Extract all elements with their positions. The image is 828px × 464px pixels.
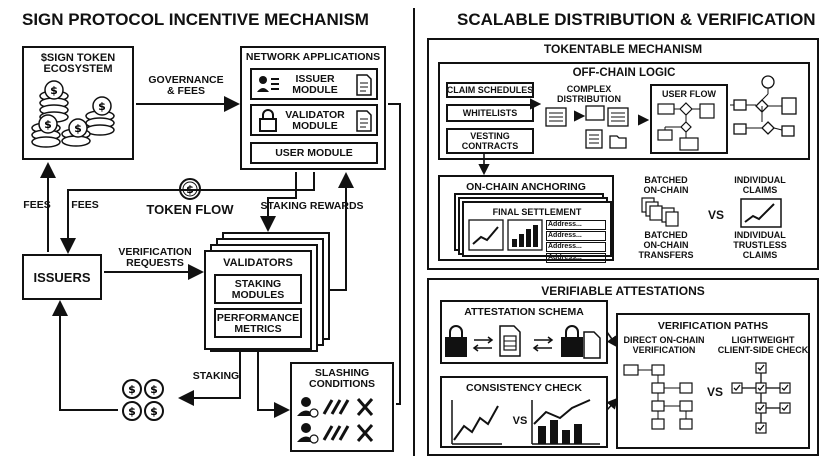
left-title: SIGN PROTOCOL INCENTIVE MECHANISM bbox=[22, 10, 369, 29]
svg-text:$: $ bbox=[150, 405, 158, 418]
staking-rewards-label: STAKING REWARDS bbox=[260, 200, 364, 212]
address-row: Address... bbox=[546, 220, 606, 230]
svg-text:$: $ bbox=[50, 84, 58, 97]
validator-module-label: VALIDATOR MODULE bbox=[285, 109, 345, 132]
whitelists-label: WHITELISTS bbox=[462, 108, 518, 118]
svg-text:$: $ bbox=[186, 183, 194, 196]
network-apps-label: NETWORK APPLICATIONS bbox=[245, 51, 381, 63]
tokentable-label: TOKENTABLE MECHANISM bbox=[543, 42, 703, 56]
verification-paths-box: VERIFICATION PATHS DIRECT ON-CHAIN VERIF… bbox=[616, 313, 810, 449]
process-flow-icon bbox=[730, 75, 797, 137]
svg-text:$: $ bbox=[128, 405, 136, 418]
user-module-label: USER MODULE bbox=[275, 146, 353, 159]
settlement-charts-icon bbox=[468, 219, 543, 251]
svg-text:$: $ bbox=[44, 118, 52, 131]
svg-text:$: $ bbox=[128, 383, 136, 396]
offchain-logic-box: OFF-CHAIN LOGIC CLAIM SCHEDULES WHITELIS… bbox=[438, 62, 810, 160]
batched-onchain-label: BATCHED ON-CHAIN bbox=[643, 175, 689, 195]
document-icon bbox=[356, 74, 372, 96]
vesting-label: VESTING CONTRACTS bbox=[461, 131, 519, 151]
svg-text:$: $ bbox=[98, 100, 106, 113]
validators-box: VALIDATORS STAKING MODULES PERFORMANCE M… bbox=[204, 250, 312, 350]
consistency-check-label: CONSISTENCY CHECK bbox=[466, 382, 582, 394]
slashing-conditions-box: SLASHING CONDITIONS bbox=[290, 362, 394, 452]
issuer-module: ISSUER MODULE bbox=[250, 68, 378, 100]
growth-chart-icon bbox=[740, 198, 782, 228]
issuer-module-label: ISSUER MODULE bbox=[292, 73, 338, 96]
issuers-box: ISSUERS bbox=[22, 254, 102, 300]
consistency-check-box: CONSISTENCY CHECK VS bbox=[440, 376, 608, 448]
consistency-charts-icon bbox=[451, 399, 600, 445]
vs2-label: VS bbox=[512, 415, 528, 427]
whitelists-box: WHITELISTS bbox=[446, 104, 534, 122]
fees-right-label: FEES bbox=[71, 199, 99, 211]
offchain-label: OFF-CHAIN LOGIC bbox=[572, 67, 676, 79]
vesting-box: VESTING CONTRACTS bbox=[446, 128, 534, 154]
coin-stacks-icon: $ $ $ $ bbox=[31, 80, 115, 148]
network-applications-box: NETWORK APPLICATIONS ISSUER MODULE VALID… bbox=[240, 46, 386, 170]
user-flow-box: USER FLOW bbox=[650, 84, 728, 154]
panel-divider bbox=[413, 8, 415, 456]
user-module: USER MODULE bbox=[250, 142, 378, 164]
issuers-label: ISSUERS bbox=[33, 269, 91, 285]
staking-modules-box: STAKING MODULES bbox=[214, 274, 302, 304]
schema-flow-icon bbox=[445, 325, 601, 359]
lightweight-label: LIGHTWEIGHT CLIENT-SIDE CHECK bbox=[717, 335, 809, 355]
final-settlement-card: FINAL SETTLEMENT Address... Address... A… bbox=[462, 201, 612, 263]
slashing-label: SLASHING CONDITIONS bbox=[309, 367, 375, 390]
user-flow-label: USER FLOW bbox=[662, 89, 716, 99]
claim-schedules-box: CLAIM SCHEDULES bbox=[446, 82, 534, 98]
attestation-schema-box: ATTESTATION SCHEMA bbox=[440, 300, 608, 364]
lock-icon bbox=[259, 109, 277, 132]
attestation-schema-label: ATTESTATION SCHEMA bbox=[464, 306, 584, 318]
staking-coins-icon: $ $ $ $ bbox=[122, 379, 164, 421]
individual-claims-label: INDIVIDUAL CLAIMS bbox=[734, 175, 786, 195]
address-row: Address... bbox=[546, 253, 606, 263]
address-row: Address... bbox=[546, 231, 606, 241]
final-settlement-label: FINAL SETTLEMENT bbox=[492, 207, 582, 217]
address-list: Address... Address... Address... Address… bbox=[546, 220, 606, 263]
fees-left-label: FEES bbox=[23, 199, 51, 211]
svg-text:$: $ bbox=[150, 383, 158, 396]
distribution-docs-icon bbox=[545, 105, 629, 149]
staking-label: STAKING bbox=[192, 370, 240, 382]
document-icon bbox=[356, 110, 372, 132]
vs1-label: VS bbox=[707, 208, 724, 222]
user-flow-chart-icon bbox=[657, 102, 715, 151]
validators-label: VALIDATORS bbox=[223, 257, 293, 269]
individual-trustless-label: INDIVIDUAL TRUSTLESS CLAIMS bbox=[733, 230, 787, 260]
verifiable-attestations-label: VERIFIABLE ATTESTATIONS bbox=[541, 284, 705, 298]
validator-module: VALIDATOR MODULE bbox=[250, 104, 378, 136]
performance-metrics-label: PERFORMANCE METRICS bbox=[216, 312, 300, 335]
ecosystem-label: $SIGN TOKEN ECOSYSTEM bbox=[40, 52, 116, 75]
governance-label: GOVERNANCE & FEES bbox=[148, 74, 224, 97]
claim-schedules-label: CLAIM SCHEDULES bbox=[446, 85, 534, 95]
direct-onchain-label: DIRECT ON-CHAIN VERIFICATION bbox=[623, 335, 705, 355]
staking-modules-label: STAKING MODULES bbox=[231, 278, 285, 301]
token-coin-icon: $ bbox=[179, 178, 201, 200]
token-ecosystem-box: $SIGN TOKEN ECOSYSTEM $ $ $ $ bbox=[22, 46, 134, 160]
penalty-rows-icon bbox=[297, 397, 374, 444]
batched-transfers-label: BATCHED ON-CHAIN TRANSFERS bbox=[638, 230, 694, 260]
batched-docs-icon bbox=[641, 197, 679, 227]
person-list-icon bbox=[257, 76, 279, 92]
complex-distribution-label: COMPLEX DISTRIBUTION bbox=[557, 84, 621, 104]
performance-metrics-box: PERFORMANCE METRICS bbox=[214, 308, 302, 338]
vs3-label: VS bbox=[706, 385, 723, 399]
verification-requests-label: VERIFICATION REQUESTS bbox=[118, 246, 192, 269]
svg-text:$: $ bbox=[74, 122, 82, 135]
verification-paths-label: VERIFICATION PATHS bbox=[657, 320, 769, 332]
onchain-anchoring-label: ON-CHAIN ANCHORING bbox=[466, 181, 586, 193]
address-row: Address... bbox=[546, 242, 606, 252]
verification-tree-icon bbox=[623, 362, 791, 434]
right-title: SCALABLE DISTRIBUTION & VERIFICATION bbox=[457, 10, 816, 29]
token-flow-label: TOKEN FLOW bbox=[146, 202, 234, 217]
